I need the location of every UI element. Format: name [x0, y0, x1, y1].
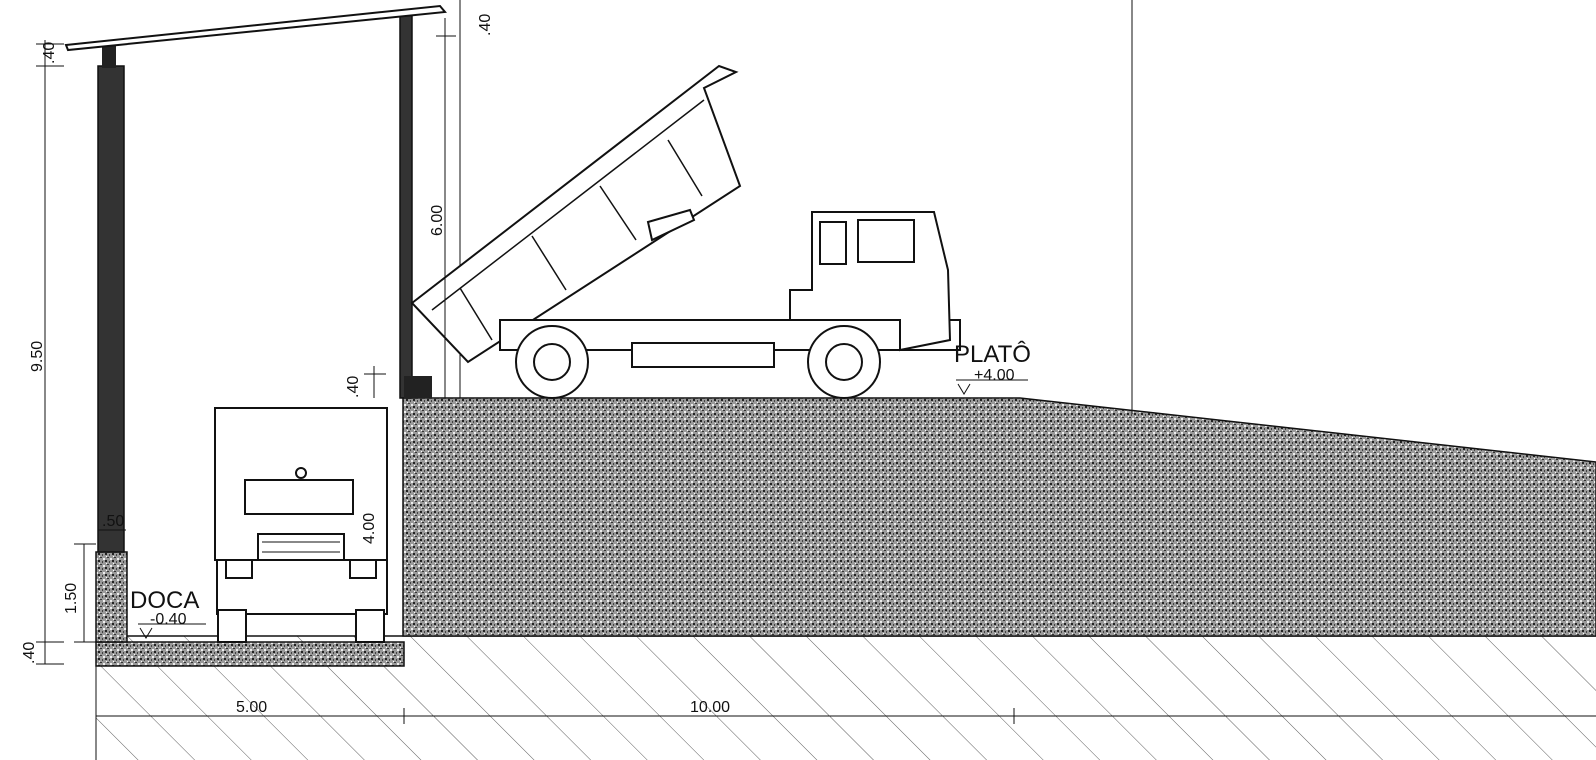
- curb: [95, 551, 128, 643]
- plato-label: PLATÔ: [954, 340, 1031, 368]
- dim-wall-step: .40: [345, 376, 362, 398]
- plato-level: +4.00: [974, 367, 1015, 384]
- dim-curb-height: 1.50: [63, 583, 80, 614]
- left-column: [97, 65, 125, 553]
- earth-fill: [402, 397, 1596, 637]
- doca-level: -0.40: [150, 611, 187, 628]
- front-truck: [214, 407, 388, 643]
- roof: [64, 4, 447, 52]
- right-column: [399, 11, 413, 399]
- dump-truck: [410, 64, 961, 399]
- dim-total-height: 9.50: [29, 341, 46, 372]
- dim-truck-height: 4.00: [361, 513, 378, 544]
- dimension-lines: [36, 18, 1596, 724]
- doca-label: DOCA: [130, 587, 199, 614]
- dim-curb-width: .50: [102, 513, 124, 530]
- dim-dock-width: 5.00: [236, 699, 267, 716]
- dim-roof-left: .40: [41, 42, 58, 64]
- dim-roof-right: .40: [477, 14, 494, 36]
- dim-plateau-width: 10.00: [690, 699, 730, 716]
- dim-pit-depth: .40: [21, 642, 38, 664]
- dim-column-height: 6.00: [429, 205, 446, 236]
- dock-slab: [95, 641, 405, 667]
